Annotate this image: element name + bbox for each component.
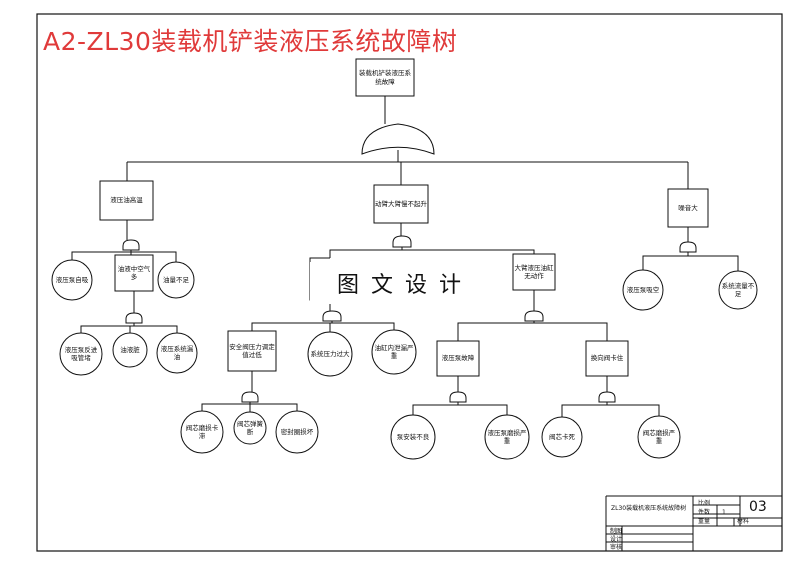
sheet-border — [36, 13, 783, 552]
connector-air-bus — [80, 325, 178, 333]
connector-pressure-bus — [251, 322, 395, 331]
tb-qty-value: 1 — [722, 509, 726, 516]
event-box-n_noise — [667, 188, 709, 228]
watermark-text: 图文设计 — [310, 262, 500, 304]
node-label-n_motor: 液压泵磨损严重 — [487, 428, 527, 445]
tb-weight-label: 重量 — [698, 518, 711, 525]
diagram-title: A2-ZL30装载机铲装液压系统故障树 — [43, 27, 458, 56]
tb-drawing-name: ZL30装载机液压系统故障树 — [611, 505, 687, 512]
node-label-n_valve: 换向阀卡住 — [590, 354, 624, 363]
node-label-n_bucket: 大臂液压油缸无动作 — [514, 263, 554, 280]
and-gate-pump — [449, 391, 467, 403]
tb-material-label: 材料 — [737, 518, 750, 525]
tb-drawing-number: 03 — [749, 499, 767, 515]
event-box-n_pump_fault — [436, 340, 480, 377]
node-label-n_pump_block: 液压泵自吸 — [55, 275, 89, 284]
and-gate-bucket — [524, 310, 544, 322]
event-box-n_slow — [373, 184, 429, 224]
node-label-n_oil_clog: 油液脏 — [120, 345, 140, 354]
node-label-n_leak: 液压系统漏油 — [160, 344, 194, 361]
connector-bucket-bus — [457, 322, 608, 341]
node-label-n_air: 油液中空气多 — [117, 264, 151, 281]
node-label-n_slow: 动臂大臂慢不起升 — [375, 199, 427, 208]
node-label-n_spring: 阀芯弹簧断 — [237, 419, 263, 436]
and-gate-slow — [392, 235, 412, 248]
and-gate-safety — [241, 391, 259, 403]
event-box-n_air — [114, 254, 154, 292]
tb-design-label: 设计 — [610, 536, 623, 543]
node-label-top: 装载机铲装液压系统故障 — [359, 69, 411, 86]
node-label-n_pressure: 系统压力过大 — [310, 349, 350, 358]
node-label-n_valve_bad: 阀芯磨损卡滞 — [185, 423, 219, 440]
node-label-n_spool_bad: 阀芯磨损严重 — [642, 428, 676, 445]
node-label-n_safety: 安全阀压力调定值过低 — [229, 342, 275, 359]
and-gate-noise — [679, 241, 697, 253]
and-gate-temp — [122, 239, 140, 251]
event-box-top — [355, 58, 415, 97]
node-label-n_spool: 阀芯卡死 — [549, 432, 575, 441]
and-gate-air — [125, 312, 143, 324]
event-box-n_bucket — [512, 253, 556, 291]
tb-drawn-label: 制图 — [610, 528, 623, 535]
node-label-n_pump_fault: 液压泵故障 — [441, 354, 475, 363]
connector-slow-bus — [329, 249, 535, 258]
node-label-n_cyl_leak: 油缸内泄漏严重 — [374, 343, 414, 360]
node-label-n_pump_noise: 液压泵吸空 — [626, 285, 660, 294]
tb-scale-label: 比例 — [698, 500, 711, 507]
connector-temp-bus — [71, 251, 177, 262]
node-label-n_temp: 液压油高温 — [110, 196, 143, 205]
and-gate-valve — [598, 391, 616, 403]
node-label-n_mount: 泵安装不良 — [396, 432, 430, 441]
tb-qty-label: 件数 — [698, 509, 711, 516]
connector-valve-bus — [561, 404, 660, 417]
node-label-n_noise: 噪音大 — [678, 203, 698, 212]
connector-noise-bus — [642, 255, 739, 271]
node-label-n_flow: 系统流量不足 — [721, 281, 755, 298]
or-gate-top — [361, 123, 435, 155]
node-label-n_seal: 密封圈损坏 — [280, 427, 314, 436]
tb-check-label: 审核 — [610, 544, 623, 551]
event-box-n_valve — [585, 340, 629, 377]
connector-pump-bus — [412, 404, 508, 415]
and-gate-pressure — [322, 310, 342, 322]
node-label-n_oil_less: 油量不足 — [163, 275, 189, 284]
node-label-n_pipe_damage: 液压泵反进吸管堵 — [64, 345, 98, 362]
